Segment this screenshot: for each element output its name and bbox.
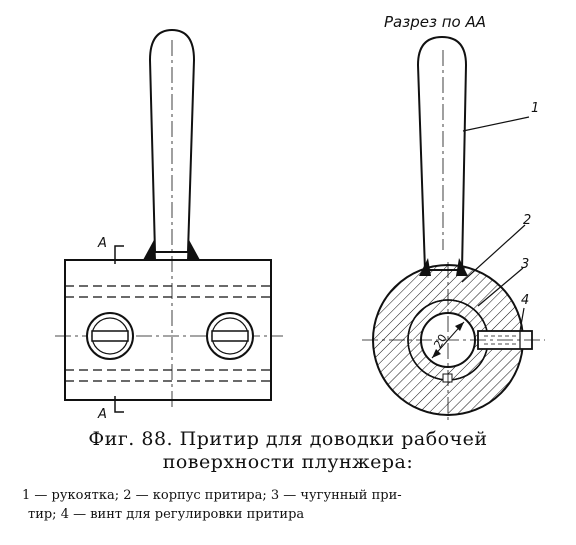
weld-fillet-right [187, 238, 200, 260]
weld-fillet-left [143, 238, 156, 260]
lap-split [442, 373, 453, 383]
dimension-arrow-1 [455, 322, 464, 331]
legend-line-2: тир; 4 — винт для регулировки притира [28, 507, 305, 522]
screw-right [206, 312, 254, 360]
caption-line-1: Фиг. 88. Притир для доводки рабочей [88, 428, 488, 450]
caption-line-2: поверхности плунжера: [162, 451, 414, 473]
callout-4: 4 [521, 293, 529, 308]
legend-line-1: 1 — рукоятка; 2 — корпус притира; 3 — чу… [22, 488, 402, 503]
section-marker-top [114, 245, 124, 264]
leader-1 [462, 116, 530, 132]
leader-2 [461, 224, 526, 283]
handle-section [416, 35, 468, 271]
section-view: Разрез по АА 20 [362, 13, 545, 420]
figure-caption: Фиг. 88. Притир для доводки рабочей пове… [0, 428, 576, 473]
cut-label-bottom: А [97, 407, 107, 422]
drawing: А А Разрез по АА 20 [55, 13, 545, 422]
figure-legend: 1 — рукоятка; 2 — корпус притира; 3 — чу… [22, 486, 562, 524]
side-view: А А [55, 28, 283, 422]
dimension-arrow-2 [432, 349, 441, 358]
section-marker-bottom [114, 396, 124, 413]
dimension-label: 20 [431, 332, 449, 351]
leader-4 [519, 307, 525, 332]
callout-1: 1 [531, 101, 539, 116]
screw-left [86, 312, 134, 360]
section-title: Разрез по АА [384, 13, 486, 31]
leader-3 [477, 267, 524, 307]
callout-3: 3 [521, 257, 529, 272]
callout-2: 2 [523, 213, 531, 228]
cut-label-top: А [97, 236, 107, 251]
